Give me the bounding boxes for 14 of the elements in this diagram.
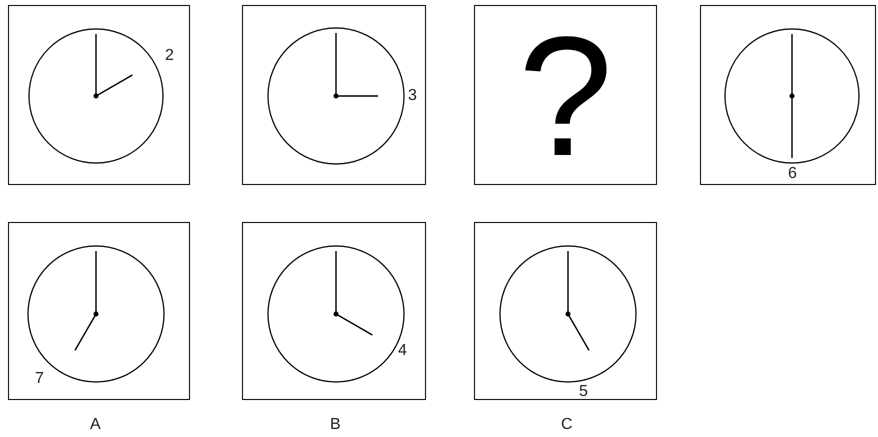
option-label: C	[561, 417, 573, 433]
option-label: A	[90, 417, 101, 433]
clock-number: 3	[408, 88, 417, 104]
clock-number: 7	[35, 371, 44, 387]
puzzle-panel	[8, 5, 190, 185]
puzzle-panel	[242, 5, 426, 185]
puzzle-panel	[700, 5, 876, 185]
question-mark: ?	[518, 12, 613, 182]
clock-number: 5	[579, 384, 588, 400]
option-label: B	[330, 417, 341, 433]
clock-number: 2	[165, 48, 174, 64]
clock-number: 4	[398, 343, 407, 359]
clock-number: 6	[788, 166, 797, 182]
puzzle-panel	[474, 5, 657, 185]
